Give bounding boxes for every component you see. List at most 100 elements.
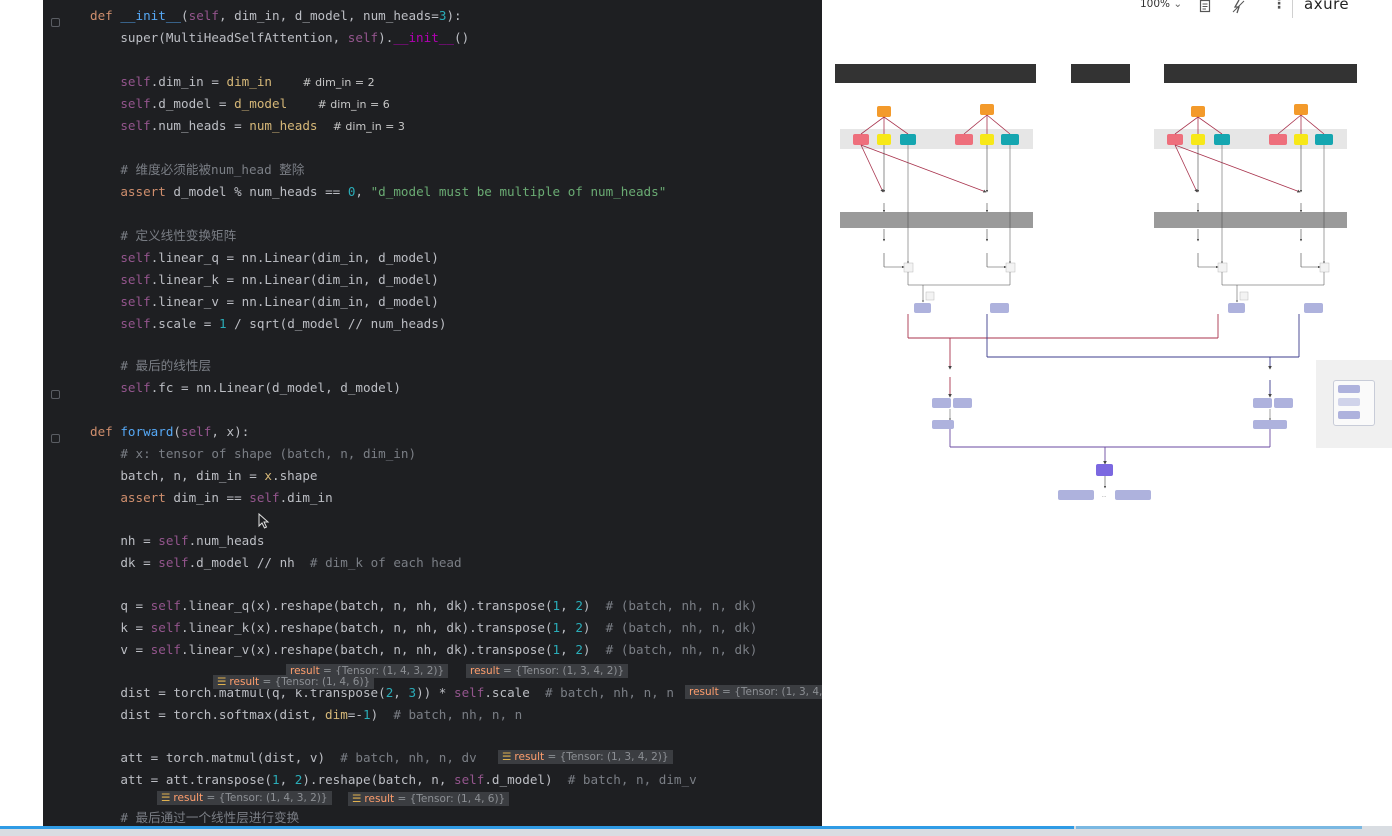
debug-value-hint[interactable]: ☰result = {Tensor: (1, 4, 3, 2)} (157, 791, 332, 805)
debug-value-hint[interactable]: ☰result = {Tensor: (1, 4, 6)} (348, 792, 510, 806)
code-line[interactable]: k = self.linear_k(x).reshape(batch, n, n… (90, 617, 757, 639)
fold-marker[interactable] (51, 18, 60, 27)
debug-value-hint[interactable]: result = {Tensor: (1, 4, 3, 2)} (286, 664, 449, 678)
code-line[interactable]: # 定义线性变换矩阵 (90, 225, 236, 247)
code-line[interactable]: def forward(self, x): (90, 421, 249, 443)
code-line[interactable]: assert d_model % num_heads == 0, "d_mode… (90, 181, 666, 203)
connector-line (963, 114, 988, 135)
code-line[interactable]: assert dim_in == self.dim_in (90, 487, 333, 509)
code-line[interactable]: self.linear_v = nn.Linear(dim_in, d_mode… (90, 291, 438, 313)
code-line[interactable]: batch, n, dim_in = x.shape (90, 465, 317, 487)
code-token: ) (582, 598, 606, 613)
code-line[interactable]: v = self.linear_v(x).reshape(batch, n, n… (90, 639, 757, 661)
debug-value-hint[interactable]: result = {Tensor: (1, 3, 4, 2)} (466, 664, 629, 678)
input-a1-box (877, 106, 891, 117)
final-bn-box (1115, 490, 1151, 500)
query-qn-box (955, 134, 973, 145)
code-token: # batch, nh, n, n (545, 685, 674, 700)
code-token: .d_model) (484, 772, 568, 787)
interaction-icon[interactable] (1232, 0, 1246, 14)
code-token: self (150, 620, 182, 635)
code-editor[interactable]: def __init__(self, dim_in, d_model, num_… (43, 0, 822, 826)
code-token: def (90, 8, 121, 23)
code-line[interactable]: self.scale = 1 / sqrt(d_model // num_hea… (90, 313, 446, 335)
code-line[interactable]: super(MultiHeadSelfAttention, self).__in… (90, 27, 469, 49)
code-token: .linear_q = nn.Linear(dim_in, d_model) (150, 250, 439, 265)
code-token: .num_heads (188, 533, 265, 548)
code-line[interactable]: self.linear_q = nn.Linear(dim_in, d_mode… (90, 247, 439, 269)
side-thumbnail[interactable] (1316, 360, 1392, 448)
key-kn-box (1294, 134, 1308, 145)
code-token: num_heads (249, 118, 318, 133)
code-token: # (batch, nh, n, dk) (605, 642, 758, 657)
connector-line (1197, 116, 1223, 135)
code-token: dim_in (226, 74, 273, 89)
code-token: ( (173, 424, 182, 439)
list-icon: ☰ (217, 676, 227, 688)
code-line[interactable]: # 最后的线性层 (90, 355, 211, 377)
debug-value-hint[interactable]: result = {Tensor: (1, 3, 4, 4)} (685, 685, 822, 699)
code-line[interactable]: self.d_model = d_model # dim_in = 6 (90, 93, 389, 115)
zoom-level: 100% (1140, 0, 1171, 10)
code-token: # 维度必须能被num_head 整除 (90, 162, 305, 177)
multiply-node (903, 262, 914, 273)
input-an-box (1294, 104, 1308, 115)
code-token: .dim_in (279, 490, 333, 505)
code-token: dist = torch.softmax(dist, (90, 707, 326, 722)
q-to-alpha (1174, 144, 1301, 193)
code-token: "d_model must be multiple of num_heads" (370, 184, 667, 199)
code-line[interactable]: dist = torch.matmul(q, k.transpose(2, 3)… (90, 682, 674, 704)
connector-line (883, 116, 909, 135)
code-token (90, 316, 120, 331)
code-token: self (454, 772, 485, 787)
debug-value-hint[interactable]: ☰result = {Tensor: (1, 4, 6)} (213, 675, 375, 689)
side-panel-strip (1316, 20, 1392, 836)
thumb-block (1338, 385, 1360, 393)
debug-value: {Tensor: (1, 3, 4, 2)} (559, 751, 669, 763)
debug-value: {Tensor: (1, 4, 3, 2)} (335, 665, 445, 677)
debug-value-hint[interactable]: ☰result = {Tensor: (1, 3, 4, 2)} (498, 750, 673, 764)
code-token: att = att.transpose( (90, 772, 272, 787)
value-v-box (900, 134, 916, 145)
code-token: .linear_q(x).reshape(batch, n, nh, dk).t… (181, 598, 553, 613)
code-line[interactable]: nh = self.num_heads (90, 530, 264, 552)
code-line[interactable]: q = self.linear_q(x).reshape(batch, n, n… (90, 595, 757, 617)
fold-marker[interactable] (51, 434, 60, 443)
zoom-selector[interactable]: 100% ⌄ (1140, 0, 1182, 10)
code-line[interactable]: self.dim_in = dim_in # dim_in = 2 (90, 71, 375, 93)
input-a1-box (1191, 106, 1205, 117)
query-q-box (853, 134, 869, 145)
code-token: # dim_in = 2 (302, 76, 375, 89)
code-token: self (120, 250, 151, 265)
code-line[interactable]: # 维度必须能被num_head 整除 (90, 159, 304, 181)
code-token: 1 (271, 772, 280, 787)
code-token: .linear_v(x).reshape(batch, n, nh, dk).t… (181, 642, 553, 657)
diagram-canvas: ··· (835, 64, 1357, 500)
code-line[interactable]: dk = self.d_model // nh # dim_k of each … (90, 552, 461, 574)
debug-key: result (514, 751, 545, 763)
code-token: # x: tensor of shape (batch, n, dim_in) (90, 446, 417, 461)
fold-marker[interactable] (51, 390, 60, 399)
code-line[interactable]: # 最后通过一个线性层进行变换 (90, 807, 299, 826)
key-kn-box (980, 134, 994, 145)
code-line[interactable]: # x: tensor of shape (batch, n, dim_in) (90, 443, 416, 465)
code-token: self (249, 490, 280, 505)
code-line[interactable]: att = torch.matmul(dist, v) # batch, nh,… (90, 747, 476, 769)
code-line[interactable]: self.linear_k = nn.Linear(dim_in, d_mode… (90, 269, 438, 291)
multiply-node (1319, 262, 1330, 273)
debug-value: {Tensor: (1, 4, 3, 2)} (218, 792, 328, 804)
code-token: assert (120, 184, 174, 199)
code-token: .d_model // nh (188, 555, 310, 570)
code-line[interactable]: att = att.transpose(1, 2).reshape(batch,… (90, 769, 696, 791)
code-token: , x): (211, 424, 250, 439)
code-token (90, 250, 120, 265)
code-line[interactable]: dist = torch.softmax(dist, dim=-1) # bat… (90, 704, 522, 726)
code-token: def (90, 424, 121, 439)
notes-icon[interactable] (1199, 0, 1211, 13)
code-line[interactable]: self.num_heads = num_heads # dim_in = 3 (90, 115, 405, 137)
code-line[interactable]: self.fc = nn.Linear(d_model, d_model) (90, 377, 401, 399)
combined-bn-box (1253, 420, 1287, 429)
code-token: , (560, 642, 576, 657)
more-options-icon[interactable]: ⋮ (1272, 0, 1286, 12)
code-line[interactable]: def __init__(self, dim_in, d_model, num_… (90, 5, 462, 27)
